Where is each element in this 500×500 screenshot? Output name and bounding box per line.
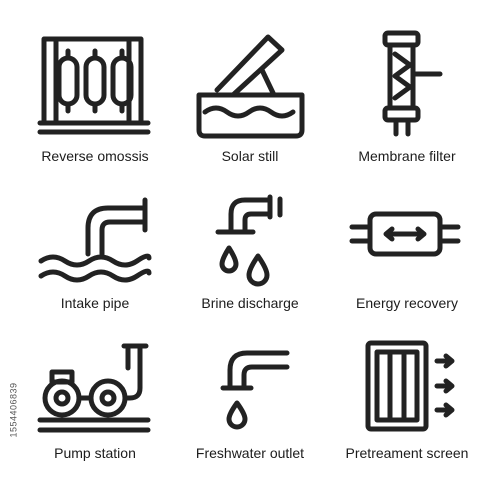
pretreatment-screen-label: Pretreament screen (345, 445, 469, 461)
pump-station-icon (37, 343, 151, 433)
intake-pipe-label: Intake pipe (60, 295, 130, 311)
pretreatment-screen-icon (365, 340, 455, 432)
freshwater-outlet-icon (220, 350, 290, 430)
brine-discharge-label: Brine discharge (201, 295, 299, 311)
pump-station-label: Pump station (54, 445, 136, 461)
freshwater-outlet-label: Freshwater outlet (195, 445, 305, 461)
reverse-osmosis-icon (37, 36, 151, 135)
solar-still-icon (196, 34, 305, 139)
reverse-osmosis-label: Reverse omossis (41, 148, 149, 164)
solar-still-label: Solar still (221, 148, 279, 164)
membrane-filter-icon (382, 30, 443, 137)
brine-discharge-icon (215, 194, 283, 287)
energy-recovery-icon (349, 211, 461, 257)
side-code: 1554406839 (8, 382, 19, 438)
intake-pipe-icon (38, 197, 152, 283)
energy-recovery-label: Energy recovery (356, 295, 458, 311)
membrane-filter-label: Membrane filter (358, 148, 456, 164)
